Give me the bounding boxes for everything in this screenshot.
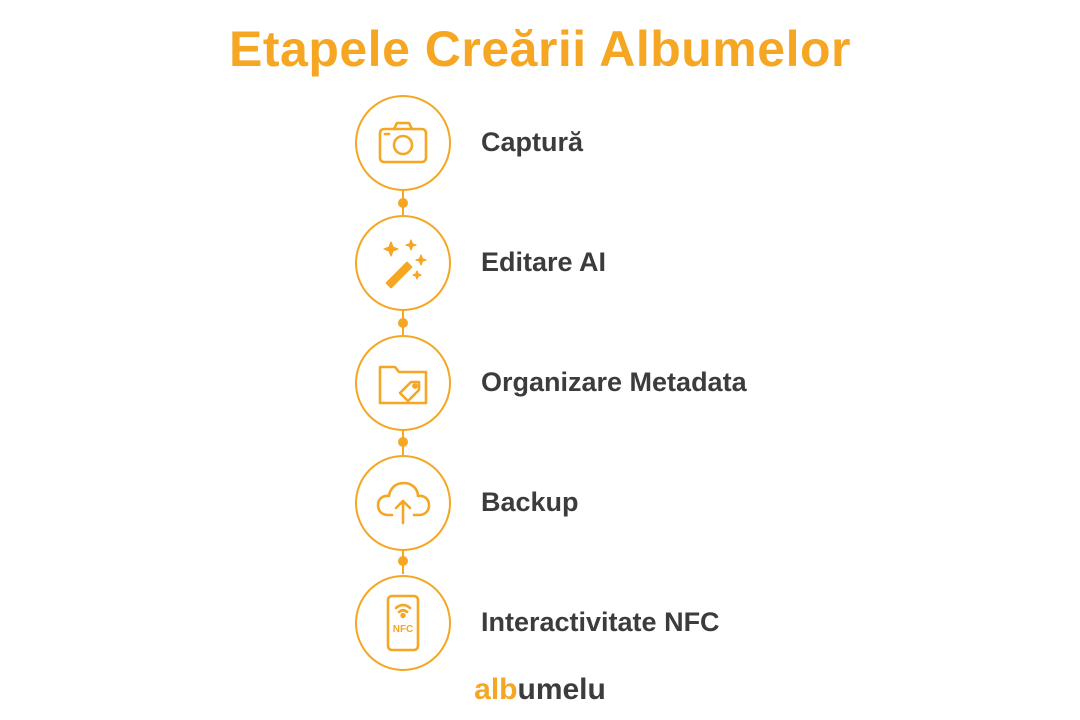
step-ai-editing: Editare AI [355,215,855,311]
cloud-upload-icon [355,455,451,551]
step-label: Backup [481,487,579,517]
step-nfc: NFC Interactivitate NFC [355,575,855,671]
step-label: Editare AI [481,247,607,277]
step-backup: Backup [355,455,855,551]
page-title: Etapele Creării Albumelor [229,21,851,77]
connector-dot [398,437,408,447]
step-label: Captură [481,127,584,157]
steps-timeline: Captură Editare AI Organizare Metadata [355,95,855,671]
camera-icon [355,95,451,191]
step-label: Organizare Metadata [481,367,747,397]
folder-tag-icon [355,335,451,431]
connector-dot [398,318,408,328]
nfc-icon-label: NFC [393,624,414,635]
step-metadata: Organizare Metadata [355,335,855,431]
magic-wand-icon [355,215,451,311]
step-label: Interactivitate NFC [481,607,720,637]
step-capture: Captură [355,95,855,191]
brand-logo: albumelu [474,673,606,706]
nfc-phone-icon: NFC [355,575,451,671]
connector-dot [398,556,408,566]
connector-dot [398,198,408,208]
